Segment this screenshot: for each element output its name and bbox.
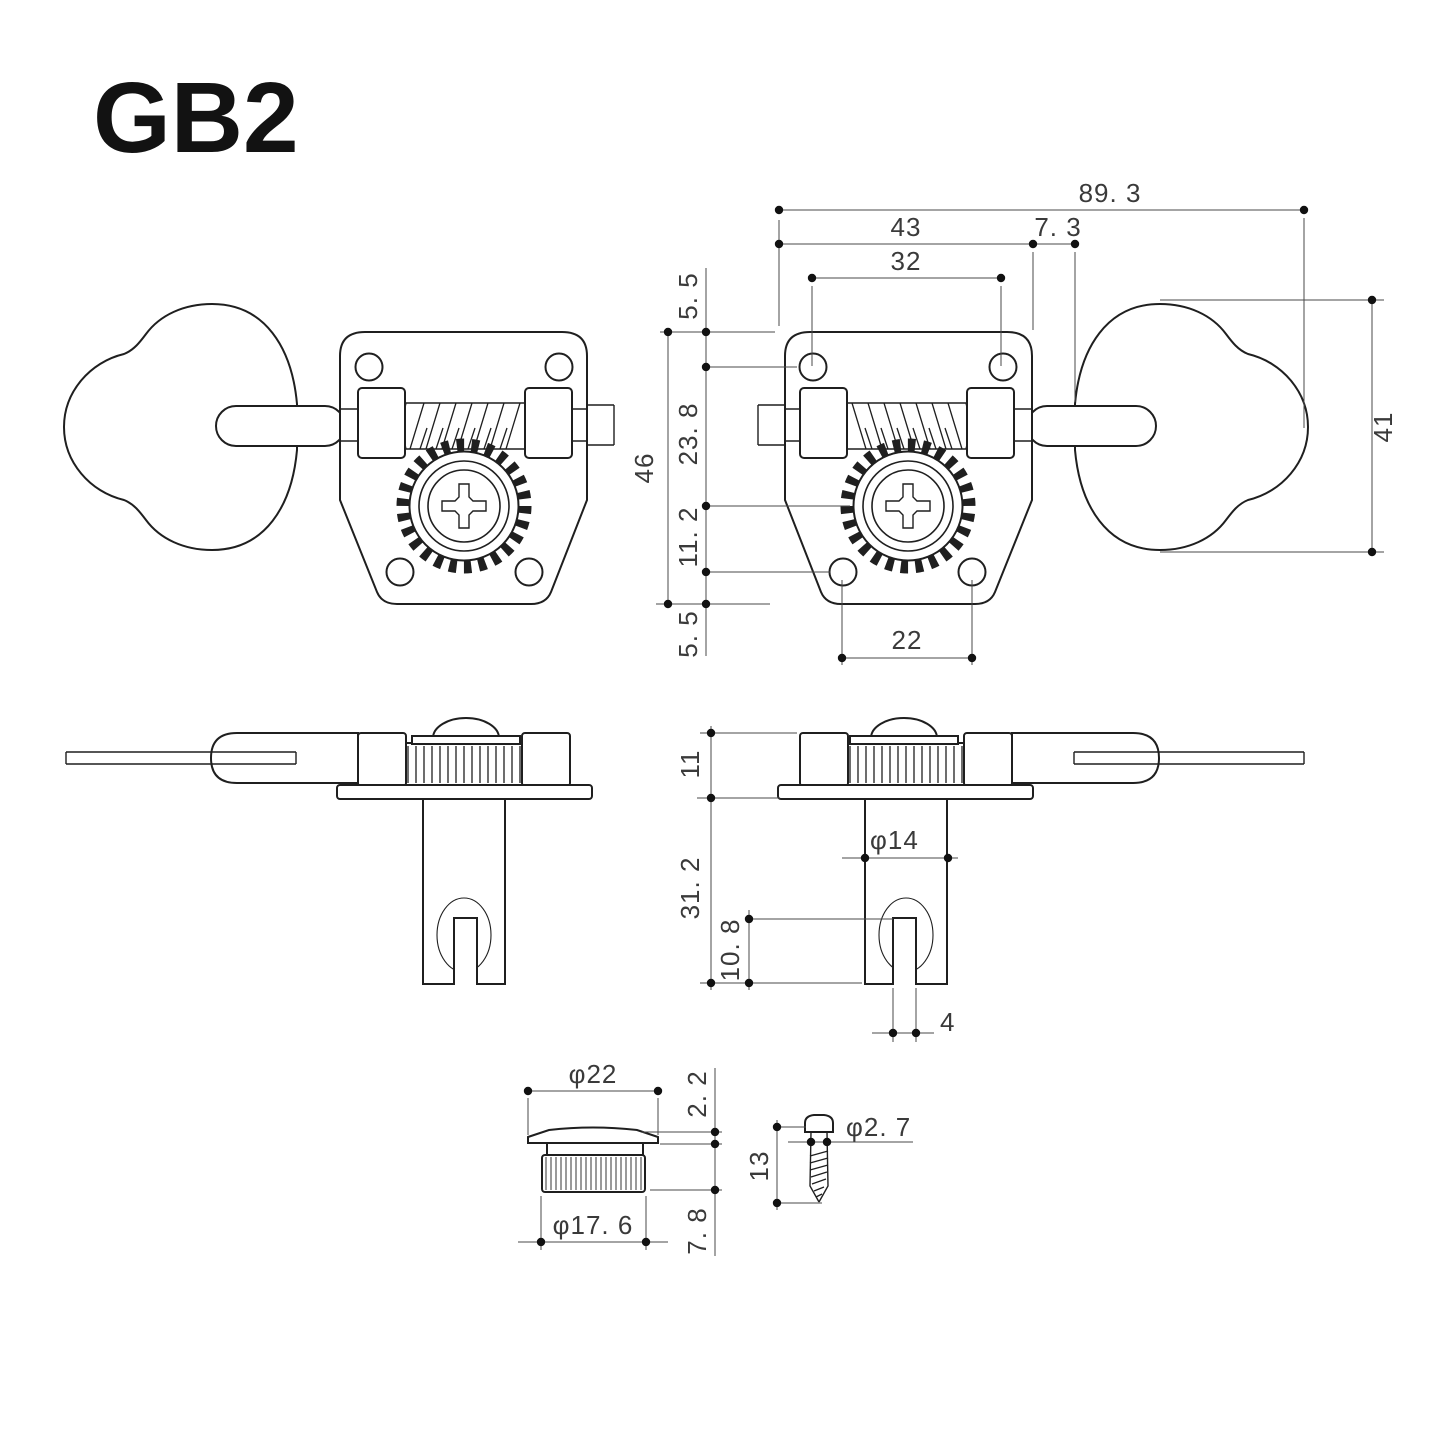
base-plate-side	[336, 784, 593, 800]
bearing-block	[524, 387, 573, 459]
phillips-screw-icon	[441, 483, 487, 529]
dim-housing-height: 11	[675, 750, 705, 779]
dim-body-height: 7. 8	[682, 1207, 712, 1254]
plate-hole	[514, 557, 544, 587]
dim-slot-width: 4	[940, 1007, 955, 1037]
worm-wheel-gear	[396, 438, 532, 574]
plate-hole	[385, 557, 415, 587]
dim-button-height: 41	[1368, 412, 1398, 443]
bearing-block-side	[521, 732, 571, 787]
bushing-knurling	[545, 1157, 642, 1190]
screw-figure	[804, 1114, 834, 1203]
string-slot	[453, 917, 478, 985]
screw-threads	[809, 1150, 829, 1198]
dim-plate-to-key: 43	[891, 212, 922, 242]
plate-hole	[354, 352, 384, 382]
dim-post-diameter: φ14	[870, 825, 919, 855]
button-shaft	[215, 405, 346, 447]
side-view-right	[777, 717, 1305, 986]
bushing-figure	[527, 1126, 659, 1193]
page-title: GB2	[93, 62, 299, 174]
dimension-dots	[523, 205, 1377, 1247]
post-dome	[432, 717, 500, 739]
clover-button	[62, 302, 298, 552]
front-view-right	[758, 304, 1308, 604]
dim-flange-thickness: 2. 2	[682, 1070, 712, 1117]
worm-wheel-side	[398, 735, 534, 787]
dim-plate-height: 46	[629, 453, 659, 484]
dim-lower-hole-spacing: 22	[892, 625, 923, 655]
dim-thread-diameter: φ2. 7	[846, 1112, 911, 1142]
bushing-flange	[527, 1126, 659, 1144]
dim-hole-to-post-center: 23. 8	[673, 403, 703, 466]
dim-screw-length: 13	[744, 1151, 774, 1182]
screw-head	[804, 1114, 834, 1133]
front-view-left	[62, 302, 615, 605]
dim-upper-hole-spacing: 32	[891, 246, 922, 276]
dim-overall-length: 89. 3	[1079, 178, 1142, 208]
plate-hole	[544, 352, 574, 382]
button-blade	[65, 751, 297, 765]
dim-shaft-exposed: 7. 3	[1034, 212, 1081, 242]
dim-plate-top-to-hole: 5. 5	[673, 272, 703, 319]
bearing-block	[357, 387, 406, 459]
dimension-lines: 89. 3 43 7. 3 32 5. 5 46 23. 8 11. 2 5. …	[518, 178, 1398, 1256]
dim-flange-diameter: φ22	[569, 1059, 618, 1089]
dim-post-length: 31. 2	[675, 857, 705, 920]
bushing-neck	[546, 1142, 644, 1156]
dim-hole-to-plate-bottom: 5. 5	[673, 610, 703, 657]
button-holder	[209, 732, 359, 784]
side-view-left	[65, 717, 593, 985]
bushing-body	[541, 1154, 646, 1193]
dim-slot-depth: 10. 8	[715, 919, 745, 982]
bearing-block-side	[357, 732, 407, 787]
worm-shaft-lines	[340, 404, 615, 446]
dim-post-center-to-hole: 11. 2	[673, 507, 703, 568]
dim-body-diameter: φ17. 6	[553, 1210, 634, 1240]
dimension-labels: 89. 3 43 7. 3 32 5. 5 46 23. 8 11. 2 5. …	[553, 178, 1398, 1255]
worm-gear	[402, 402, 530, 450]
